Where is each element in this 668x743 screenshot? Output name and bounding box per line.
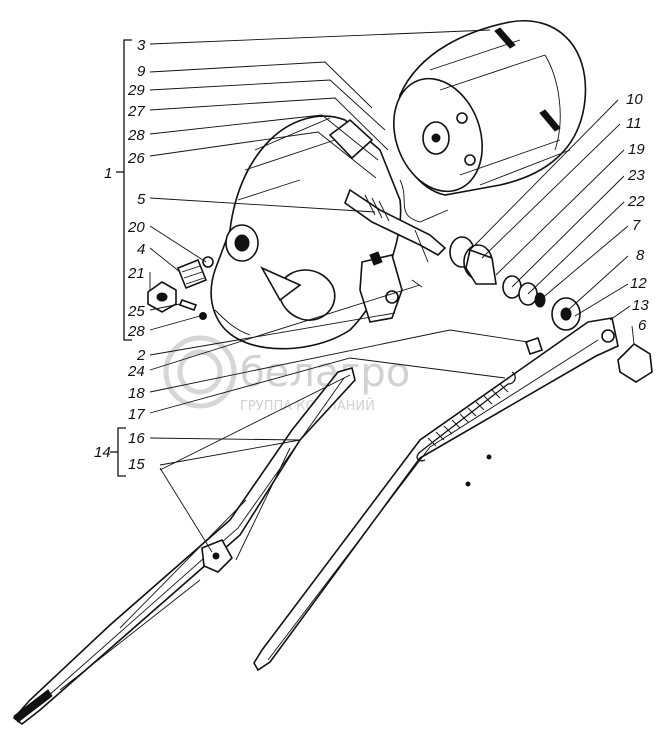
callout-17: 17: [128, 406, 145, 423]
callout-16: 16: [128, 430, 145, 447]
bracket-14: [117, 427, 126, 477]
callout-14: 14: [94, 444, 111, 461]
watermark-subtitle: ГРУППА КОМПАНИЙ: [240, 398, 375, 414]
shaft-seals-and-nuts: [449, 236, 581, 331]
callout-8: 8: [636, 247, 645, 264]
motor-wire: [399, 179, 449, 263]
limit-switch: [359, 251, 423, 323]
washer-28: [199, 312, 207, 320]
callout-11: 11: [626, 115, 642, 132]
watermark-logo-inner: [177, 349, 223, 395]
callout-10: 10: [626, 91, 643, 108]
callout-13: 13: [632, 297, 649, 314]
callout-1: 1: [104, 165, 112, 182]
callout-28-bottom: 28: [127, 323, 145, 340]
wiper-blade: [12, 367, 356, 726]
spring-17-coils: [427, 383, 509, 447]
callout-26: 26: [127, 150, 145, 167]
callout-19: 19: [628, 141, 645, 158]
callout-5: 5: [137, 191, 146, 208]
ball-20: [202, 256, 214, 268]
callout-24: 24: [127, 363, 145, 380]
callout-20: 20: [127, 219, 145, 236]
screw-25: [178, 298, 198, 312]
callout-12: 12: [630, 275, 647, 292]
bracket-1: [123, 39, 132, 341]
callout-6: 6: [638, 317, 647, 334]
callout-29: 29: [127, 82, 145, 99]
callout-9: 9: [137, 63, 146, 80]
callout-25: 25: [127, 303, 145, 320]
callout-2: 2: [136, 347, 146, 364]
callout-28-top: 28: [127, 127, 145, 144]
callout-15: 15: [128, 456, 145, 473]
leader-lines: [149, 29, 635, 553]
callout-18: 18: [128, 385, 145, 402]
nut-6: [617, 342, 653, 383]
callout-22: 22: [627, 193, 645, 210]
callout-27: 27: [127, 103, 145, 120]
callout-7: 7: [632, 217, 641, 234]
spring-4: [176, 258, 208, 290]
watermark-logo-ring: [163, 335, 237, 409]
callout-21: 21: [127, 265, 145, 282]
callout-23: 23: [627, 167, 645, 184]
electric-motor: [393, 20, 587, 196]
wiper-arm: [253, 317, 619, 672]
callout-4: 4: [137, 241, 145, 258]
clip-18: [524, 336, 544, 356]
callout-3: 3: [137, 37, 146, 54]
gearbox-housing: [210, 115, 447, 350]
callout-numbers: 3 9 29 27 28 26 1 5 20 4 21 25 28 2 24 1…: [94, 37, 649, 473]
